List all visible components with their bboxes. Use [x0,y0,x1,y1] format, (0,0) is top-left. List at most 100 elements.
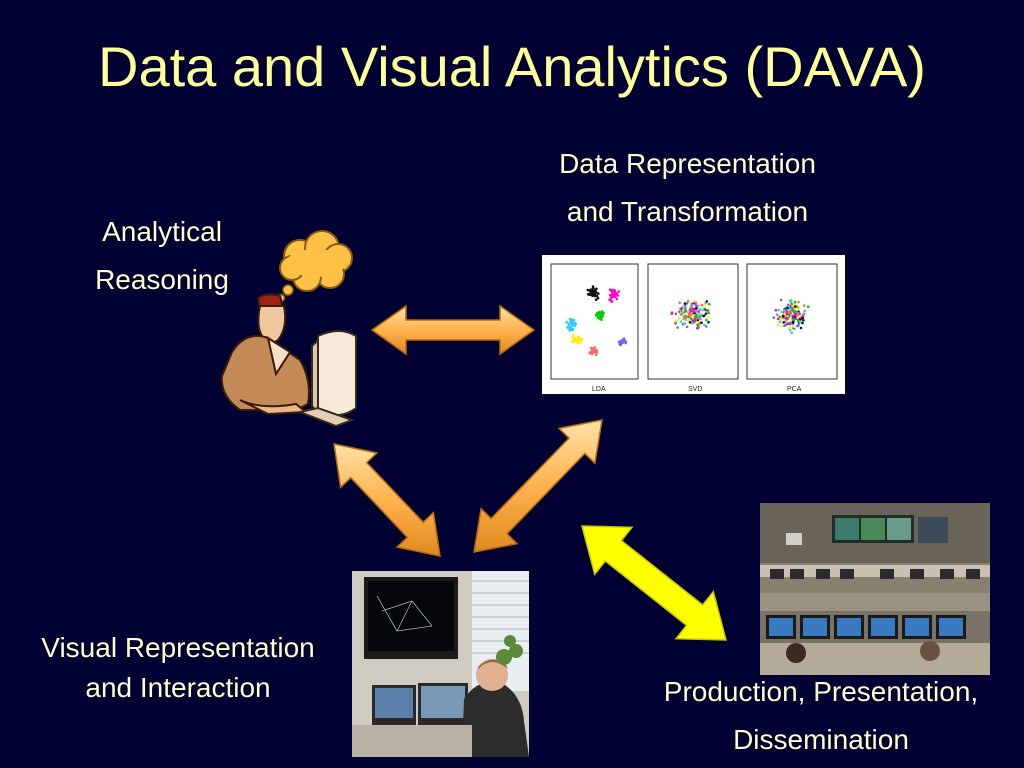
scatter-dot [677,317,681,320]
scatter-dot [567,326,570,329]
scatter-dot [778,315,781,319]
scatter-dot [702,308,705,312]
data-representation-label: Data Representation and Transformation [500,140,875,236]
scatter-dot [796,311,800,315]
scatter-dot [572,338,575,342]
double-arrow-visual-production [581,525,727,641]
visual-representation-label: Visual Representation and Interaction [0,628,356,708]
scatter-dot [617,290,621,293]
scatter-dot [788,311,792,314]
scatter-dot [706,316,710,319]
person-icon [220,293,310,416]
scatter-dot [571,327,575,331]
visual-representation-line1: Visual Representation [41,632,315,663]
scatter-dot [689,316,692,319]
scatter-dot [803,309,807,313]
production-presentation-label: Production, Presentation, Dissemination [615,668,1024,764]
slide-title: Data and Visual Analytics (DAVA) [98,35,926,98]
scatter-dot [705,318,708,322]
scatter-dot [571,335,574,339]
scatter-dot [615,297,619,301]
scatter-dot [700,303,704,307]
scatter-dot [796,313,799,317]
scatter-dot [695,304,698,307]
scatter-dot [588,351,592,355]
scatter-dot [683,315,687,319]
scatter-dot [699,313,703,316]
scatter-dot [777,308,781,312]
scatter-dot [586,288,590,292]
scatter-dot [596,296,600,300]
scatter-dot [802,304,806,307]
scatter-plots-svg: LDA SVD PCA [550,263,838,393]
scatter-dot [790,331,793,334]
scatter-dot [791,314,794,318]
scatter-dot [574,322,577,326]
thought-cloud-icon [276,230,353,303]
scatter-dot [675,319,678,323]
scatter-dot [683,308,687,311]
scatter-dot [608,294,612,297]
scatter-dot [590,288,593,291]
scatter-dot [793,310,797,313]
scatter-dot [798,312,802,316]
scatter-dot [784,323,788,327]
scatter-dot [806,305,810,308]
scatter-dot [686,299,690,303]
scatter-dot [610,300,614,303]
scatter-dot [599,313,603,317]
scatter-dot [571,322,575,326]
scatter-dot [568,329,572,332]
scatter-dot [695,309,698,313]
scatter-dot [790,306,793,310]
scatter-dot [802,319,805,322]
scatter-dot [595,351,599,354]
scatter-dot [788,322,792,326]
visual-representation-line2: and Interaction [85,672,271,703]
scatter-plots-image: LDA SVD PCA [542,255,845,394]
scatter-dot [578,338,582,342]
scatter-dot [700,321,703,325]
scatter-dot [670,312,674,315]
pca-axis-label: PCA [787,386,802,393]
scatter-dot [786,321,789,325]
scatter-dot [569,325,573,329]
scatter-dot [699,318,703,321]
scatter-dot [595,294,599,298]
scatter-dot [801,321,804,325]
scatter-dot [794,305,797,308]
scatter-dot [798,320,802,323]
scatter-dot [695,306,698,310]
scatter-dot [676,326,679,329]
scatter-dot [802,312,806,316]
scatter-dot [789,326,792,329]
arrow-shape [333,443,441,557]
scatter-dot [697,304,700,308]
double-arrow-reasoning-data [370,304,536,356]
data-representation-line1: Data Representation [559,148,816,179]
scatter-dot [776,323,780,327]
scatter-dot [570,317,573,321]
scatter-dot [691,307,695,311]
arrow-shape [473,419,603,553]
scatter-dot [797,300,800,304]
scatter-dot [697,310,700,314]
scatter-dot [792,325,796,328]
scatter-dot [613,293,616,296]
scatter-dot [692,320,696,324]
scatter-dot [793,300,797,304]
data-representation-line2: and Transformation [566,196,809,227]
scatter-dot [780,324,784,328]
scatter-dot [782,321,785,324]
scatter-dot [597,312,601,315]
scatter-dot [573,324,576,328]
scatter-dot [707,321,710,324]
scatter-dot [594,298,598,301]
scatter-dot [801,316,805,320]
scatter-dot [597,292,600,295]
scatter-dot [683,302,687,305]
scatter-dot [576,341,580,345]
scatter-dot [695,313,698,317]
scatter-dot [783,309,786,312]
scatter-dot [688,313,692,317]
